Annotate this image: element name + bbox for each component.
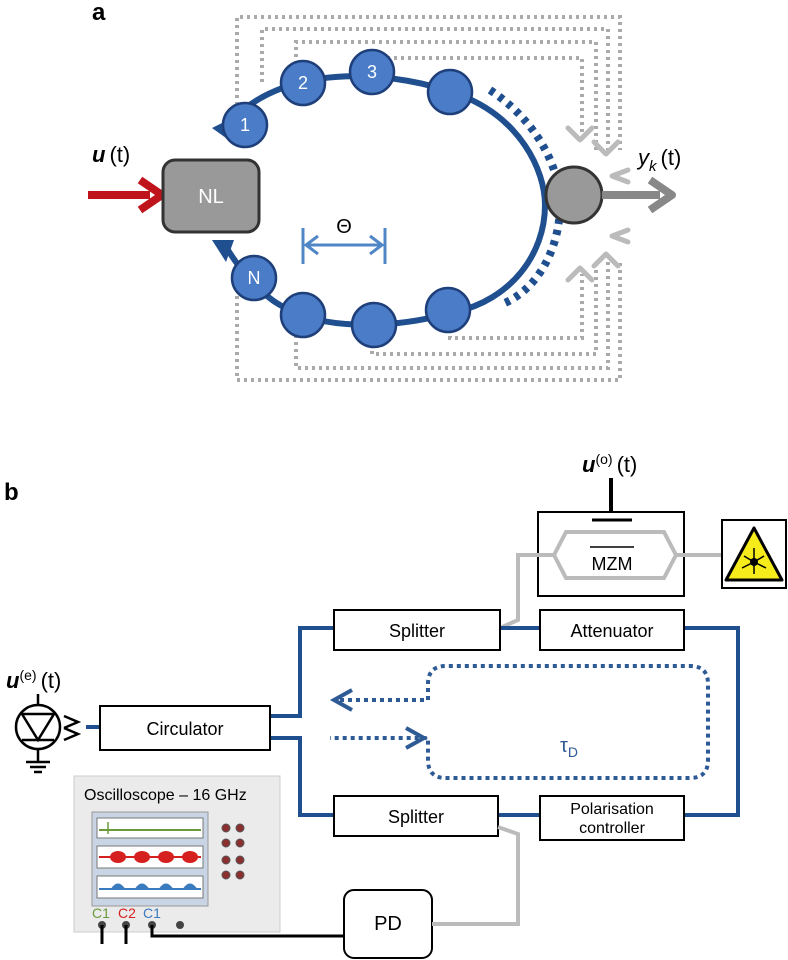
channel-label-1: C1 <box>92 905 110 921</box>
oscilloscope-title: Oscilloscope – 16 GHz <box>84 787 247 804</box>
laser-warning-icon <box>724 526 784 582</box>
node-1 <box>221 101 269 149</box>
splitter-bottom-box <box>333 795 499 837</box>
polarisation-label-line1: Polarisation <box>570 801 654 818</box>
output-arrow <box>602 176 676 214</box>
node-bottom-left <box>279 291 327 339</box>
circulator-box <box>99 705 271 751</box>
node-2-label: 2 <box>298 73 308 93</box>
polarisation-box <box>539 795 685 841</box>
node-1-label: 1 <box>240 115 250 135</box>
node-3-label: 3 <box>367 62 377 82</box>
feedback-arrowheads-top <box>565 125 631 185</box>
optical-input-label: u(o)(t) <box>582 451 637 477</box>
channel-label-2: C2 <box>118 905 136 921</box>
scope-knobs <box>221 823 245 880</box>
fiber-splitter-to-pd <box>432 825 520 926</box>
splitter-top-box <box>333 609 501 651</box>
electrical-input-label: u(e)(t) <box>6 667 61 693</box>
theta-indicator <box>301 228 387 264</box>
node-bottom-middle <box>350 301 398 349</box>
input-arrow <box>88 176 166 214</box>
loop-arrow-bottom <box>212 240 234 262</box>
attenuator-box <box>539 609 685 651</box>
delay-label: τD <box>560 735 578 760</box>
reservoir-loop <box>225 73 549 328</box>
scope-traces <box>96 817 204 899</box>
theta-label: Θ <box>336 216 352 238</box>
splitter-bottom-label: Splitter <box>388 807 444 827</box>
input-label: u(t) <box>92 142 130 167</box>
reservoir-nodes <box>221 48 474 349</box>
panel-a-letter: a <box>92 0 106 26</box>
node-4 <box>426 68 474 116</box>
delay-arrowheads <box>329 688 429 750</box>
attenuator-label: Attenuator <box>570 621 653 641</box>
delay-loop <box>330 664 710 780</box>
photodiode-source-icon <box>14 694 82 774</box>
node-2 <box>279 59 327 107</box>
circulator-label: Circulator <box>146 719 223 739</box>
mzm-waveguide <box>538 530 690 580</box>
nl-box <box>161 158 261 234</box>
feedback-lines-bottom <box>235 260 622 382</box>
scope-cables <box>100 925 344 944</box>
nl-label: NL <box>198 186 224 208</box>
pd-label: PD <box>374 913 402 935</box>
feedback-arrowheads-bottom <box>565 227 631 283</box>
loop-dashed-segment <box>487 86 565 309</box>
polarisation-label-line2: controller <box>579 820 645 837</box>
node-N <box>230 254 278 302</box>
fiber-mzm-to-splitter <box>499 553 538 630</box>
channel-label-3: C1 <box>143 905 161 921</box>
node-bottom-right <box>424 286 472 334</box>
output-label: yk(t) <box>636 145 681 175</box>
node-N-label: N <box>248 268 261 288</box>
output-node <box>544 165 604 225</box>
splitter-top-label: Splitter <box>389 621 445 641</box>
mzm-label: MZM <box>592 554 633 574</box>
node-3 <box>348 48 396 96</box>
fiber-loop <box>86 626 740 817</box>
panel-b-letter: b <box>4 479 19 506</box>
